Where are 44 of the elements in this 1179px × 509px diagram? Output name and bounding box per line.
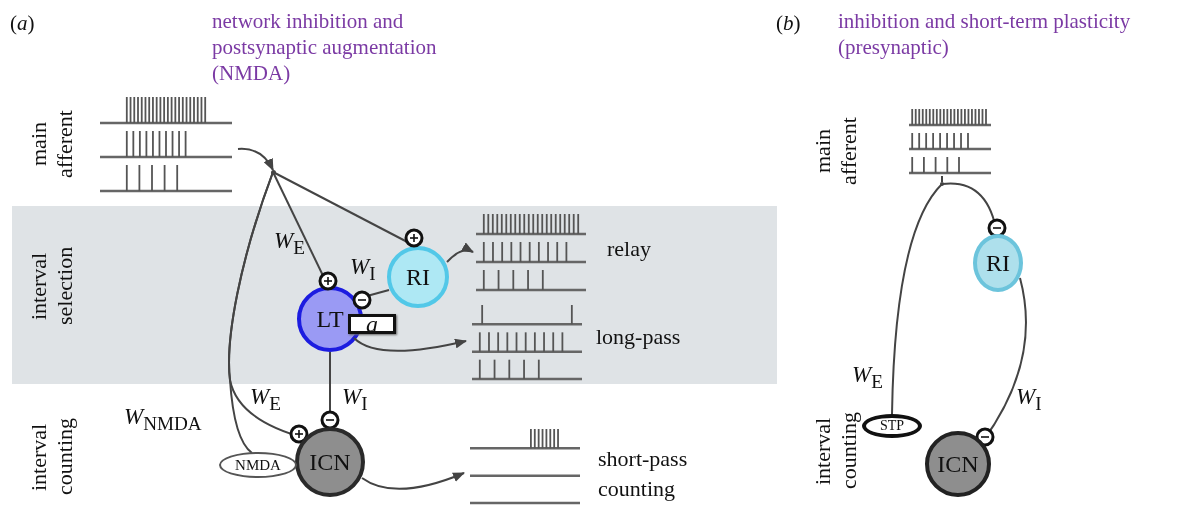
- edge-label: W$_{I}$: [1016, 384, 1042, 415]
- train-caption: short-pass counting: [598, 445, 689, 503]
- connector-line: [941, 175, 943, 183]
- panel-title: inhibition and short-term plasticity (presynaptic): [838, 8, 1132, 60]
- edge-label: W$_{NMDA}$: [124, 404, 202, 435]
- edge-label: W$_{I}$: [342, 384, 368, 415]
- panel-letter: (b): [776, 10, 801, 36]
- row-label: main afferent: [810, 116, 862, 187]
- edge-label: W$_{E}$: [250, 384, 281, 415]
- synapse-connector: [320, 351, 340, 430]
- edge-label: W$_{E}$: [274, 228, 305, 259]
- panel-title: network inhibition and postsynaptic augmentation (NMDA): [212, 8, 438, 86]
- synapse-connector: [975, 277, 1027, 447]
- arrow: [353, 337, 467, 352]
- arrow: [361, 472, 465, 490]
- edge-label: W$_{E}$: [852, 362, 883, 393]
- edge-label: W$_{I}$: [350, 254, 376, 285]
- synapse-connector: [352, 289, 390, 310]
- node-label: ICN: [309, 450, 351, 474]
- connector-line: [891, 183, 943, 415]
- synapse-ellipse: [219, 452, 297, 478]
- arrow: [446, 242, 474, 263]
- synapse-connector: [941, 182, 1007, 238]
- neuron-circle: [295, 427, 365, 497]
- adaptation-box: [348, 314, 396, 334]
- node-label: RI: [986, 251, 1010, 275]
- row-label: interval counting: [26, 417, 78, 498]
- node-label: STP: [879, 419, 905, 433]
- arrow: [237, 147, 274, 171]
- synapse-ellipse: [862, 414, 922, 438]
- node-label: RI: [406, 265, 430, 289]
- node-label: ICN: [937, 452, 979, 476]
- junction-dot: [940, 182, 944, 186]
- row-label: main afferent: [26, 109, 78, 180]
- junction-dot: [271, 170, 276, 175]
- node-label: NMDA: [235, 457, 281, 473]
- neuron-circle: [973, 234, 1023, 292]
- train-caption: relay: [607, 235, 651, 263]
- shaded-band: [12, 206, 777, 384]
- panel-letter: (a): [10, 10, 35, 36]
- row-label: interval counting: [810, 411, 862, 492]
- train-caption: long-pass: [596, 323, 681, 351]
- band-label: interval selection: [26, 245, 78, 328]
- node-label: LT: [316, 307, 344, 331]
